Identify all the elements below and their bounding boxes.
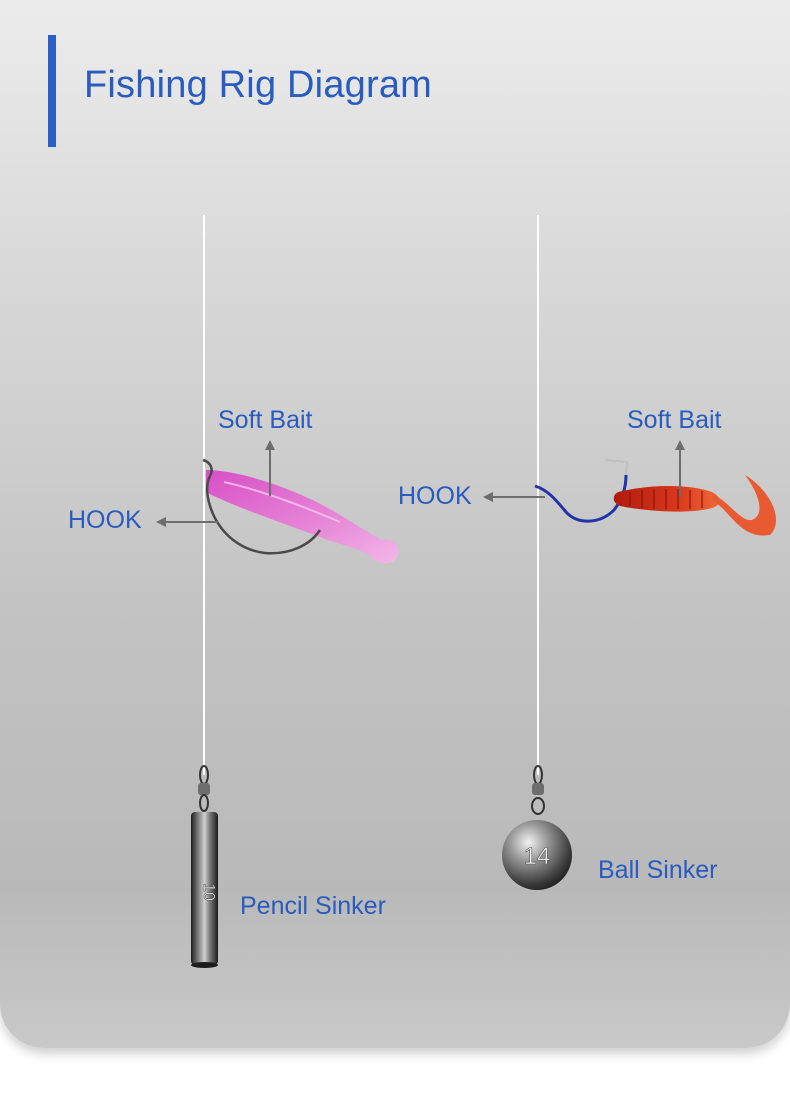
left-soft-bait-label: Soft Bait <box>218 406 313 434</box>
rig-illustration: 10 14 <box>156 440 776 968</box>
ball-sinker-label: Ball Sinker <box>598 856 718 884</box>
right-soft-bait-label: Soft Bait <box>627 406 722 434</box>
left-pencil-sinker <box>191 765 218 968</box>
right-soft-bait <box>613 475 776 536</box>
pencil-sinker-label: Pencil Sinker <box>240 892 386 920</box>
right-ball-sinker <box>502 765 572 890</box>
left-soft-bait <box>206 470 399 564</box>
left-hook-label: HOOK <box>68 506 142 534</box>
right-hook-label: HOOK <box>398 482 472 510</box>
title-accent-bar <box>48 35 56 147</box>
page-title: Fishing Rig Diagram <box>84 64 433 106</box>
pencil-sinker-weight: 10 <box>200 883 217 901</box>
left-hook <box>202 458 322 555</box>
diagram-card: Fishing Rig Diagram <box>0 0 790 1048</box>
ball-sinker-weight: 14 <box>524 843 551 870</box>
right-hook <box>534 474 628 523</box>
